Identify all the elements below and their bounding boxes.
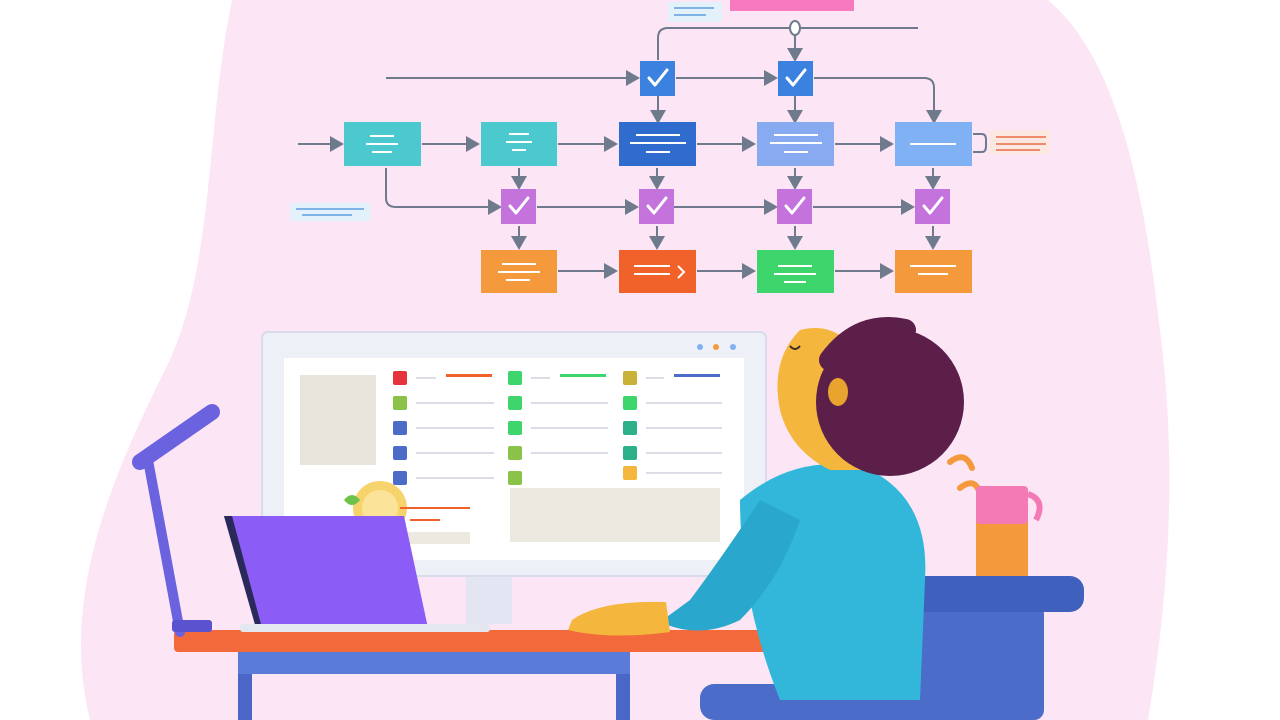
screen-column-2 [508, 371, 608, 485]
desk [174, 630, 794, 720]
laptop-icon [224, 516, 490, 632]
process-box-2 [481, 122, 557, 166]
screen-image-placeholder [300, 375, 376, 465]
process-box-4 [757, 122, 834, 166]
monitor-icon [261, 331, 767, 624]
person-icon [568, 317, 964, 700]
check-icon [922, 196, 944, 215]
desk-apron [238, 652, 630, 674]
side-note-right [990, 130, 1050, 154]
mug-body-top [976, 486, 1028, 524]
output-box-3 [757, 250, 834, 293]
check-icon [647, 68, 669, 87]
screen-column-3 [623, 371, 722, 480]
check-box-mid-3 [777, 189, 812, 224]
output-box-1 [481, 250, 557, 293]
lamp-icon [132, 404, 220, 637]
screen-text-block [510, 488, 720, 542]
check-box-top-1 [640, 61, 675, 96]
check-box-mid-4 [915, 189, 950, 224]
check-icon [508, 196, 530, 215]
check-icon [784, 196, 806, 215]
process-box-3 [619, 122, 696, 166]
top-label-pink [730, 0, 854, 11]
flowchart-diagram [290, 0, 1050, 293]
check-box-mid-1 [501, 189, 536, 224]
mug-body-bottom [976, 520, 1028, 576]
check-icon [646, 196, 668, 215]
person-hair [816, 328, 964, 476]
person-hand [568, 601, 670, 636]
mug-icon [947, 454, 1043, 576]
side-note-left [290, 203, 370, 221]
desk-top [174, 630, 794, 652]
process-box-5 [895, 122, 972, 166]
screen-column-1 [393, 371, 494, 485]
check-icon [785, 68, 807, 87]
top-label-note [668, 2, 722, 22]
check-box-mid-2 [639, 189, 674, 224]
check-box-top-2 [778, 61, 813, 96]
process-box-1 [344, 122, 421, 166]
monitor-stand [466, 572, 512, 624]
output-box-2 [619, 250, 696, 293]
person-arm [660, 500, 800, 631]
output-box-4 [895, 250, 972, 293]
